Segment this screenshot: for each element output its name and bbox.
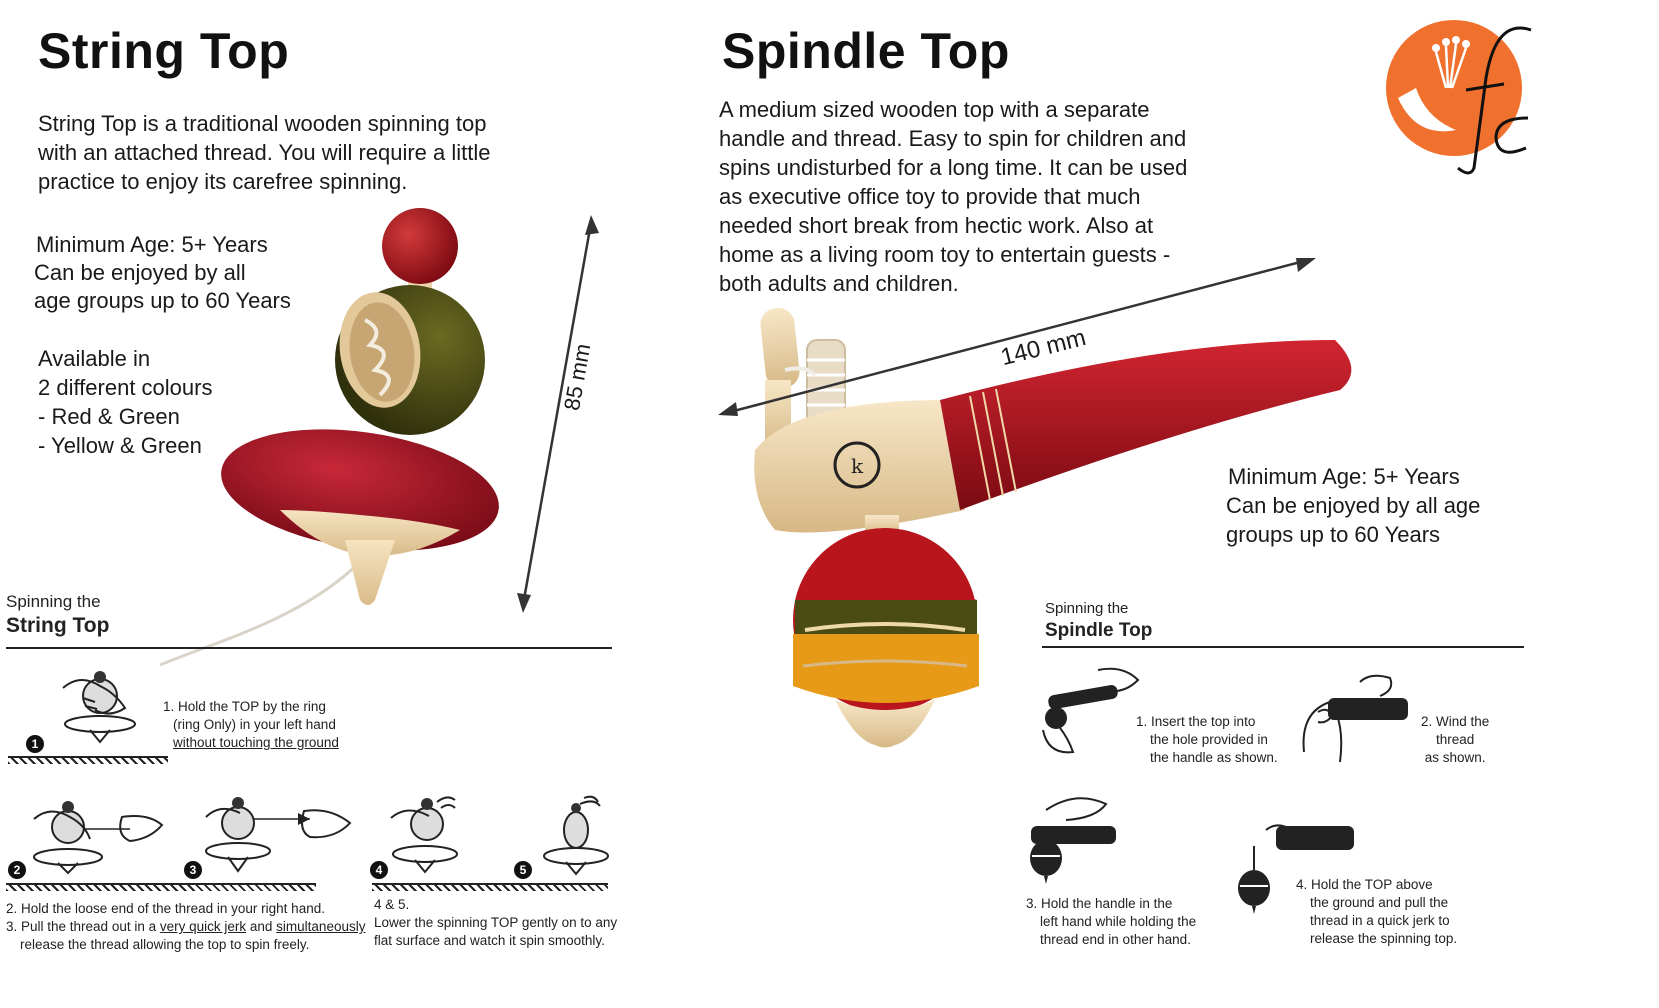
height-arrow	[517, 215, 599, 613]
description-line: spins undisturbed for a long time. It ca…	[719, 155, 1188, 180]
step-badge-4: 4	[370, 861, 388, 879]
ground-line	[6, 883, 316, 891]
spindle-top-title: Spindle Top	[722, 23, 1010, 79]
step-line: thread end in other hand.	[1040, 932, 1191, 947]
spindle-step3-text: 3. Hold the handle in the left hand whil…	[1026, 895, 1196, 949]
step-line: 1. Insert the top into	[1136, 714, 1256, 729]
string-top-title: String Top	[38, 23, 290, 79]
spindle-top-age-info: Minimum Age: 5+ Years Can be enjoyed by …	[1226, 462, 1480, 549]
description-line: String Top is a traditional wooden spinn…	[38, 111, 487, 136]
section-divider	[6, 647, 612, 649]
step-line: (ring Only) in your left hand	[173, 717, 336, 732]
step-line: the handle as shown.	[1150, 750, 1278, 765]
spindle-step3-hold-icon	[1030, 797, 1116, 884]
step-line: flat surface and watch it spin smoothly.	[374, 933, 605, 948]
step-line: without touching the ground	[173, 735, 339, 750]
string-step2-3-text: 2. Hold the loose end of the thread in y…	[6, 900, 365, 954]
spindle-step1-hands-icon	[1042, 667, 1140, 754]
step3-pull-icon	[205, 797, 352, 873]
age-line: Minimum Age: 5+ Years	[36, 232, 268, 257]
step-line: thread	[1436, 732, 1475, 747]
step-badge-2: 2	[8, 861, 26, 879]
step-line: release the thread allowing the top to s…	[20, 937, 310, 952]
step-line: 3. Hold the handle in the	[1026, 896, 1173, 911]
string-top-description: String Top is a traditional wooden spinn…	[38, 109, 491, 196]
age-line: groups up to 60 Years	[1226, 522, 1441, 547]
spindle-top-instructions-heading: Spinning the Spindle Top	[1045, 598, 1152, 643]
colours-line: Available in	[38, 346, 151, 371]
step2-hands-icon	[33, 801, 164, 875]
spindle-top-image: k	[754, 308, 1352, 748]
string-top-instructions-heading: Spinning the String Top	[6, 592, 109, 640]
step-line: left hand while holding the	[1040, 914, 1197, 929]
string-top-age-info: Minimum Age: 5+ Years Can be enjoyed by …	[34, 231, 291, 315]
section-divider	[1042, 646, 1524, 648]
description-line: as executive office toy to provide that …	[719, 184, 1141, 209]
step-line: as shown.	[1424, 750, 1486, 765]
age-line: age groups up to 60 Years	[34, 288, 291, 313]
description-line: practice to enjoy its carefree spinning.	[38, 169, 408, 194]
text-span: simultaneously	[276, 919, 366, 934]
step-line: 4. Hold the TOP above	[1296, 877, 1433, 892]
step-line: the ground and pull the	[1310, 895, 1449, 910]
ground-line	[8, 756, 168, 764]
spindle-top-description: A medium sized wooden top with a separat…	[719, 95, 1187, 298]
step-badge-5: 5	[514, 861, 532, 879]
description-line: A medium sized wooden top with a separat…	[719, 97, 1150, 122]
ground-line	[372, 883, 608, 891]
step-line: 1. Hold the TOP by the ring	[163, 699, 326, 714]
step-line: 3. Pull the thread out in a very quick j…	[6, 918, 365, 936]
heading-big: String Top	[6, 614, 110, 637]
spindle-step2-wind-icon	[1302, 674, 1408, 763]
heading-big: Spindle Top	[1045, 620, 1153, 641]
spindle-step1-text: 1. Insert the top into the hole provided…	[1136, 713, 1278, 767]
text-span: 3. Pull the thread out in a	[6, 919, 160, 934]
description-line: needed short break from hectic work. Als…	[719, 213, 1154, 238]
description-line: handle and thread. Easy to spin for chil…	[719, 126, 1187, 151]
step-line: Lower the spinning TOP gently on to any	[374, 915, 618, 930]
heading-small: Spinning the	[6, 592, 101, 611]
description-line: home as a living room toy to entertain g…	[719, 242, 1171, 267]
step-line: 4 & 5.	[374, 897, 410, 912]
string-step4-5-text: 4 & 5. Lower the spinning TOP gently on …	[374, 896, 617, 950]
colours-line: 2 different colours	[38, 375, 213, 400]
step-line: the hole provided in	[1150, 732, 1268, 747]
age-line: Minimum Age: 5+ Years	[1228, 464, 1460, 489]
spindle-step2-text: 2. Wind the thread as shown.	[1421, 713, 1489, 767]
step-badge-1: 1	[26, 735, 44, 753]
heading-small: Spinning the	[1045, 600, 1129, 617]
string-top-image	[159, 208, 499, 667]
spindle-step4-text: 4. Hold the TOP above the ground and pul…	[1296, 876, 1457, 948]
step4-lower-icon	[390, 796, 458, 874]
svg-text:k: k	[851, 454, 864, 478]
step-line: 2. Wind the	[1421, 714, 1490, 729]
colours-line: - Red & Green	[38, 404, 180, 429]
step-line: 2. Hold the loose end of the thread in y…	[6, 901, 325, 916]
step-badge-3: 3	[184, 861, 202, 879]
fc-logo-icon	[1386, 20, 1532, 175]
length-arrow	[718, 258, 1316, 416]
description-line: both adults and children.	[719, 271, 959, 296]
description-line: with an attached thread. You will requir…	[38, 140, 491, 165]
string-step1-text: 1. Hold the TOP by the ring (ring Only) …	[163, 698, 339, 752]
text-span: and	[246, 919, 277, 934]
step-line: thread in a quick jerk to	[1310, 913, 1450, 928]
spindle-step4-release-icon	[1238, 824, 1354, 914]
colours-line: - Yellow & Green	[38, 433, 202, 458]
step-line: release the spinning top.	[1310, 931, 1458, 946]
step1-hand-icon	[62, 671, 136, 744]
string-top-colours: Available in 2 different colours - Red &…	[38, 344, 212, 460]
age-line: Can be enjoyed by all	[34, 260, 246, 285]
step5-spinning-icon	[543, 795, 609, 876]
text-span: very quick jerk	[159, 919, 247, 934]
age-line: Can be enjoyed by all age	[1226, 493, 1481, 518]
